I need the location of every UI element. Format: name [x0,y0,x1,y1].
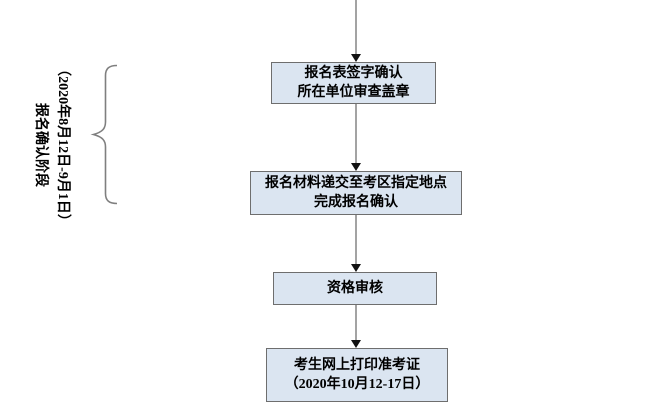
flow-node-qualification-review: 资格审核 [273,272,437,305]
flow-node-text: （2020年10月12-17日） [284,377,430,392]
stage-label-date: （2020年8月12日-9月1日） [55,62,70,228]
connector-line [355,0,357,54]
down-arrowhead-icon [351,340,361,348]
stage-label: （2020年8月12日-9月1日） 报名确认阶段 [29,43,73,247]
left-brace-icon [90,64,118,205]
flow-node-text: 资格审核 [327,281,383,296]
flow-node-text: 报名材料递交至考区指定地点 [265,176,447,191]
down-arrowhead-icon [351,54,361,62]
flow-node-text: 报名表签字确认 [304,66,403,81]
flow-node-submit-materials: 报名材料递交至考区指定地点 完成报名确认 [250,171,462,215]
connector-line [355,305,357,340]
connector-line [355,104,357,163]
flow-node-text: 所在单位审查盖章 [297,85,410,100]
flow-node-print-admission: 考生网上打印准考证 （2020年10月12-17日） [266,348,448,402]
connector-line [355,215,357,264]
flow-node-text: 完成报名确认 [314,195,398,210]
down-arrowhead-icon [351,163,361,171]
flow-node-sign-confirm: 报名表签字确认 所在单位审查盖章 [271,62,436,104]
down-arrowhead-icon [351,264,361,272]
flow-node-text: 考生网上打印准考证 [294,358,420,373]
stage-label-name: 报名确认阶段 [33,103,48,187]
